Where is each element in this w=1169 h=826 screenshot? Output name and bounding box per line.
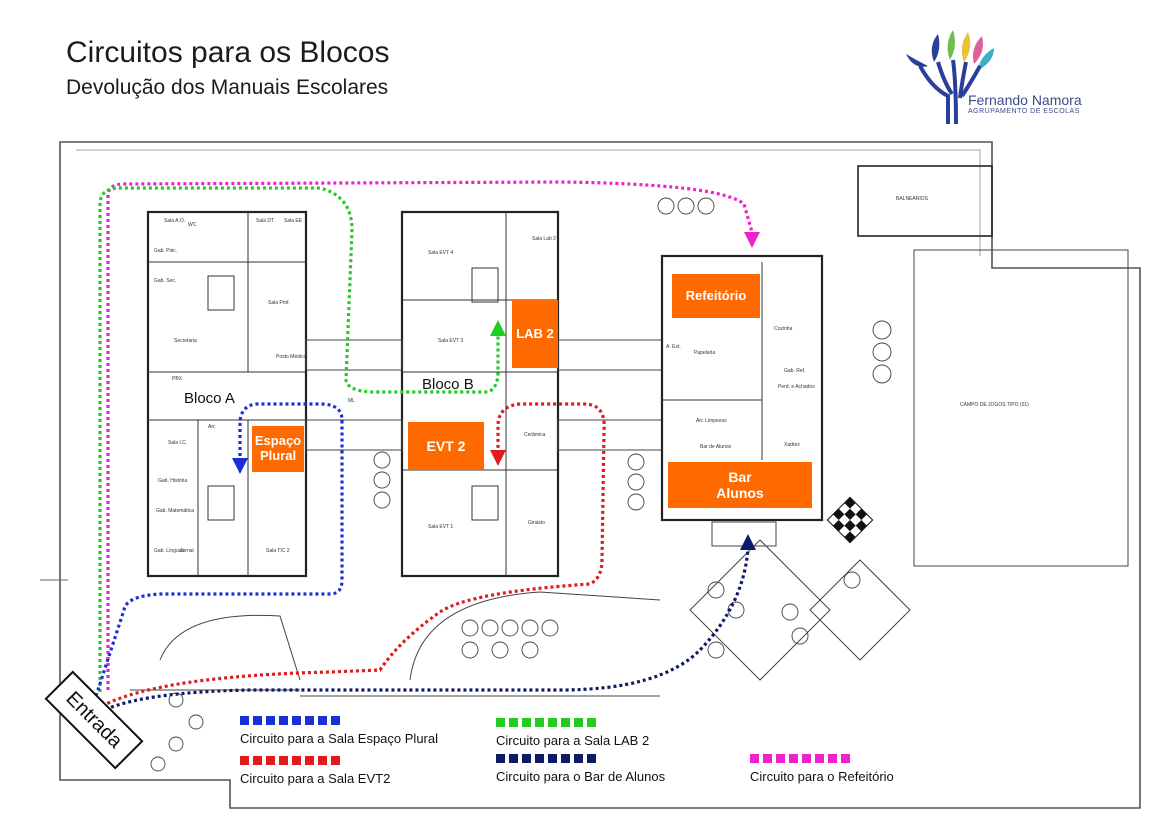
label-secretaria: Secretaria <box>174 338 197 344</box>
page-title: Circuitos para os Blocos <box>66 36 390 69</box>
legend-label-refeitorio: Circuito para o Refeitório <box>750 769 894 784</box>
label-ceramica: Cerâmica <box>524 432 546 438</box>
label-sala-tic2: Sala TIC 2 <box>266 548 290 554</box>
room-lab2[interactable]: LAB 2 <box>512 300 558 368</box>
legend-swatch-red <box>240 756 390 765</box>
legend-swatch-blue <box>240 716 438 725</box>
room-espaco-plural[interactable]: Espaço Plural <box>252 426 304 472</box>
label-gab-historia: Gab. História <box>158 478 188 484</box>
room-evt2[interactable]: EVT 2 <box>408 422 484 470</box>
legend-label-evt2: Circuito para a Sala EVT2 <box>240 771 391 786</box>
legend-swatch-magenta <box>750 754 894 763</box>
label-campo-jogos: CAMPO DE JOGOS TIPO (01) <box>960 402 1029 408</box>
legend-label-bar: Circuito para o Bar de Alunos <box>496 769 666 784</box>
label-wc: WC <box>188 222 197 228</box>
legend-item-refeitorio: Circuito para o Refeitório <box>750 754 894 784</box>
legend-label-espaco-plural: Circuito para a Sala Espaço Plural <box>240 731 438 746</box>
block-b-label: Bloco B <box>422 376 474 393</box>
label-sala-lab2: Sala Lab 2 <box>532 236 556 242</box>
label-balnearios: BALNEÁRIOS <box>896 196 928 202</box>
label-gab-sec: Gab. Sec. <box>154 278 177 284</box>
label-xadrez: Xadrez <box>784 442 800 448</box>
label-sala-prof: Sala Prof. <box>268 300 290 306</box>
label-cozinha: Cozinha <box>774 326 793 332</box>
legend-label-lab2: Circuito para a Sala LAB 2 <box>496 733 650 748</box>
room-bar-alunos[interactable]: Bar Alunos <box>668 462 812 508</box>
label-sala-ao: Sala A.O. <box>164 218 186 224</box>
label-sala-evt4: Sala EVT 4 <box>428 250 454 256</box>
logo-name: Fernando Namora <box>968 92 1082 108</box>
label-bar-de-alunos: Bar de Alunos <box>700 444 732 450</box>
legend-item-espaco-plural: Circuito para a Sala Espaço Plural <box>240 716 438 746</box>
label-papelaria: Papelaria <box>694 350 716 356</box>
label-gab-ref: Gab. Ref. <box>784 368 806 374</box>
label-gab-matematica: Gab. Matemática <box>156 508 195 514</box>
legend-item-evt2: Circuito para a Sala EVT2 <box>240 756 390 786</box>
label-sala-ee: Sala EE <box>284 218 303 224</box>
label-sala-evt3: Sala EVT 3 <box>438 338 464 344</box>
legend-swatch-green <box>496 718 649 727</box>
label-jornal: Jornal <box>180 548 194 554</box>
legend-item-lab2: Circuito para a Sala LAB 2 <box>496 718 649 748</box>
label-ginasio: Ginásio <box>528 520 545 526</box>
label-perd-achados: Perd. e Achados <box>778 384 815 390</box>
entrance-sign: Entrada <box>44 670 144 770</box>
label-sala-evt1: Sala EVT 1 <box>428 524 454 530</box>
label-pbx: PBX <box>172 376 183 382</box>
logo-subtitle: AGRUPAMENTO DE ESCOLAS <box>968 108 1080 115</box>
label-arr-limpezas: Arr. Limpezas <box>696 418 727 424</box>
room-refeitorio[interactable]: Refeitório <box>672 274 760 318</box>
label-sala-ic: Sala I.C. <box>168 440 188 446</box>
label-gab-linguas: Gab. Línguas <box>154 548 185 554</box>
label-gab-psic: Gab. Psic. <box>154 248 178 254</box>
label-sala-dt: Sala DT <box>256 218 275 224</box>
label-ml: ML <box>348 398 355 404</box>
school-logo-icon <box>906 30 994 125</box>
label-a-ext: A. Ext. <box>666 344 681 350</box>
block-a-label: Bloco A <box>184 390 235 407</box>
legend-swatch-navy <box>496 754 665 763</box>
legend-item-bar: Circuito para o Bar de Alunos <box>496 754 665 784</box>
page-subtitle: Devolução dos Manuais Escolares <box>66 76 389 99</box>
label-posto-medico: Posto Médico <box>276 354 307 360</box>
label-arr-a: Arr. <box>208 424 216 430</box>
